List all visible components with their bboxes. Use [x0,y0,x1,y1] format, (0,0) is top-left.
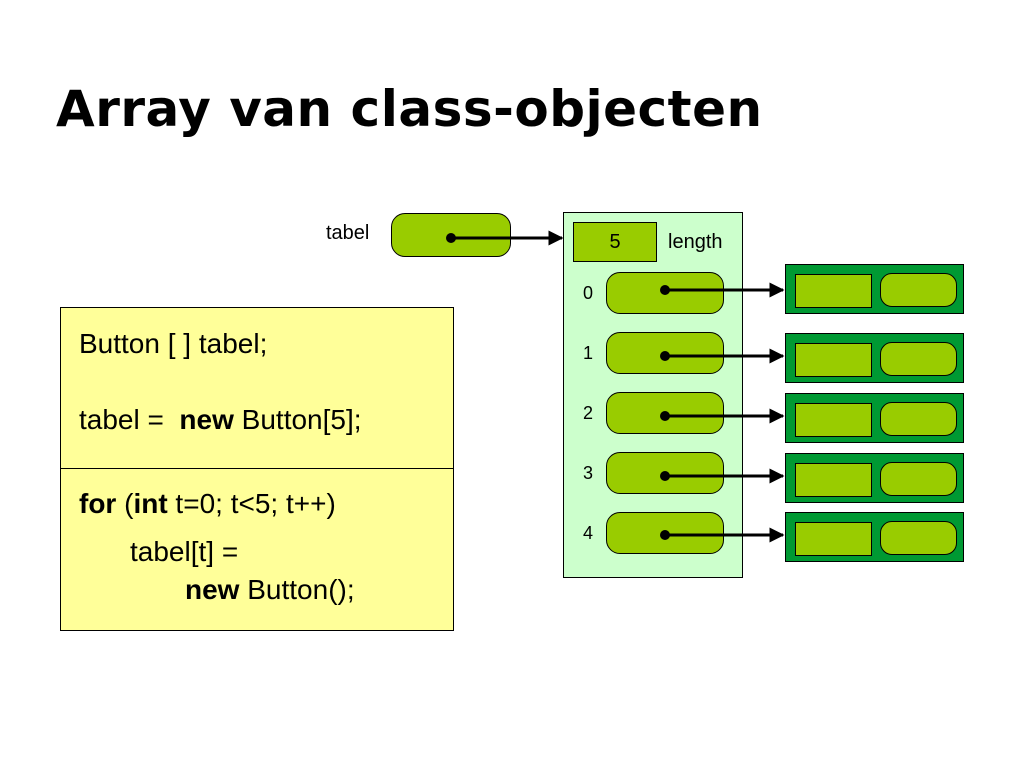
code-keyword-new-ctor: new [185,574,240,605]
code-box: Button [ ] tabel; tabel = new Button[5];… [60,307,454,631]
code-ctor-rest: Button(); [239,574,355,605]
code-loop-rest: t=0; t<5; t++) [167,488,336,519]
object-field [880,342,957,376]
length-box: 5 [573,222,657,262]
button-object [785,453,964,503]
length-value: 5 [609,230,621,253]
object-field [795,274,872,308]
slot-arrow-0 [660,282,785,298]
index-label: 1 [583,343,594,363]
slot-arrow-4 [660,527,785,543]
object-field [795,463,872,497]
code-alloc-prefix: tabel = [79,404,172,435]
code-assign: tabel[t] = [130,536,239,567]
button-object [785,512,964,562]
slot-arrow-1 [660,348,785,364]
code-keyword-int: int [133,488,168,519]
slide-title: Array van class-objecten [56,80,763,138]
code-divider [61,468,453,469]
code-declaration: Button [ ] tabel; [79,328,268,359]
tabel-arrow [446,230,564,246]
index-label: 0 [583,283,594,303]
code-alloc-suffix: Button[5]; [233,404,362,435]
slot-arrow-3 [660,468,785,484]
object-field [880,462,957,496]
object-field [795,343,872,377]
button-object [785,393,964,443]
index-label: 2 [583,403,594,423]
length-label: length [668,231,723,253]
object-field [880,521,957,555]
code-keyword-for: for [79,488,117,519]
index-label: 4 [583,523,594,543]
code-constructor: new Button(); [185,574,355,606]
code-keyword-new: new [179,404,234,435]
variable-label: tabel [326,222,370,244]
slot-arrow-2 [660,408,785,424]
button-object [785,333,964,383]
object-field [880,273,957,307]
object-field [795,403,872,437]
index-label: 3 [583,463,594,483]
code-paren-open: ( [116,488,134,519]
code-for-loop: for (int t=0; t<5; t++) [79,488,336,520]
object-field [880,402,957,436]
button-object [785,264,964,314]
object-field [795,522,872,556]
code-allocation: tabel = new Button[5]; [79,404,362,436]
